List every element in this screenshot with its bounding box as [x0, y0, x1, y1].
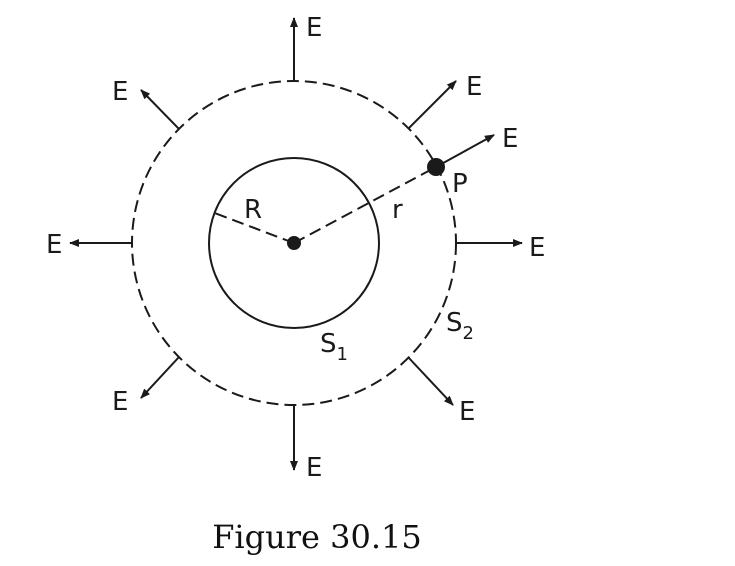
field-arrows [69, 17, 523, 471]
inner-radius-line [211, 211, 295, 244]
field-arrow-down-left [140, 356, 180, 399]
field-arrow-up-right [407, 80, 457, 130]
point-p-label: P [452, 169, 468, 199]
inner-surface-label: S1 [320, 329, 348, 365]
field-labels: E E E E E E E E E [46, 13, 545, 483]
field-label-at-p: E [502, 124, 518, 154]
field-arrow-at-p [435, 134, 495, 168]
field-arrow-down-right [407, 356, 454, 406]
field-label-right: E [529, 233, 545, 263]
figure-caption: Figure 30.15 [212, 518, 422, 556]
outer-radius-line [293, 166, 437, 244]
inner-radius-label: R [244, 195, 262, 225]
field-label-down: E [306, 453, 322, 483]
field-label-left: E [46, 230, 62, 260]
field-label-up-right: E [466, 72, 482, 102]
field-label-down-right: E [459, 397, 475, 427]
field-label-up: E [306, 13, 322, 43]
outer-surface-label: S2 [446, 308, 474, 344]
inner-sphere [208, 157, 380, 329]
field-arrow-up-left [140, 89, 180, 130]
outer-radius-label: r [392, 195, 403, 225]
inner-surface-subscript: 1 [337, 344, 348, 365]
inner-surface-letter: S [320, 329, 337, 359]
field-label-up-left: E [112, 77, 128, 107]
outer-surface-subscript: 2 [463, 323, 474, 344]
outer-surface-letter: S [446, 308, 463, 338]
field-label-down-left: E [112, 387, 128, 417]
